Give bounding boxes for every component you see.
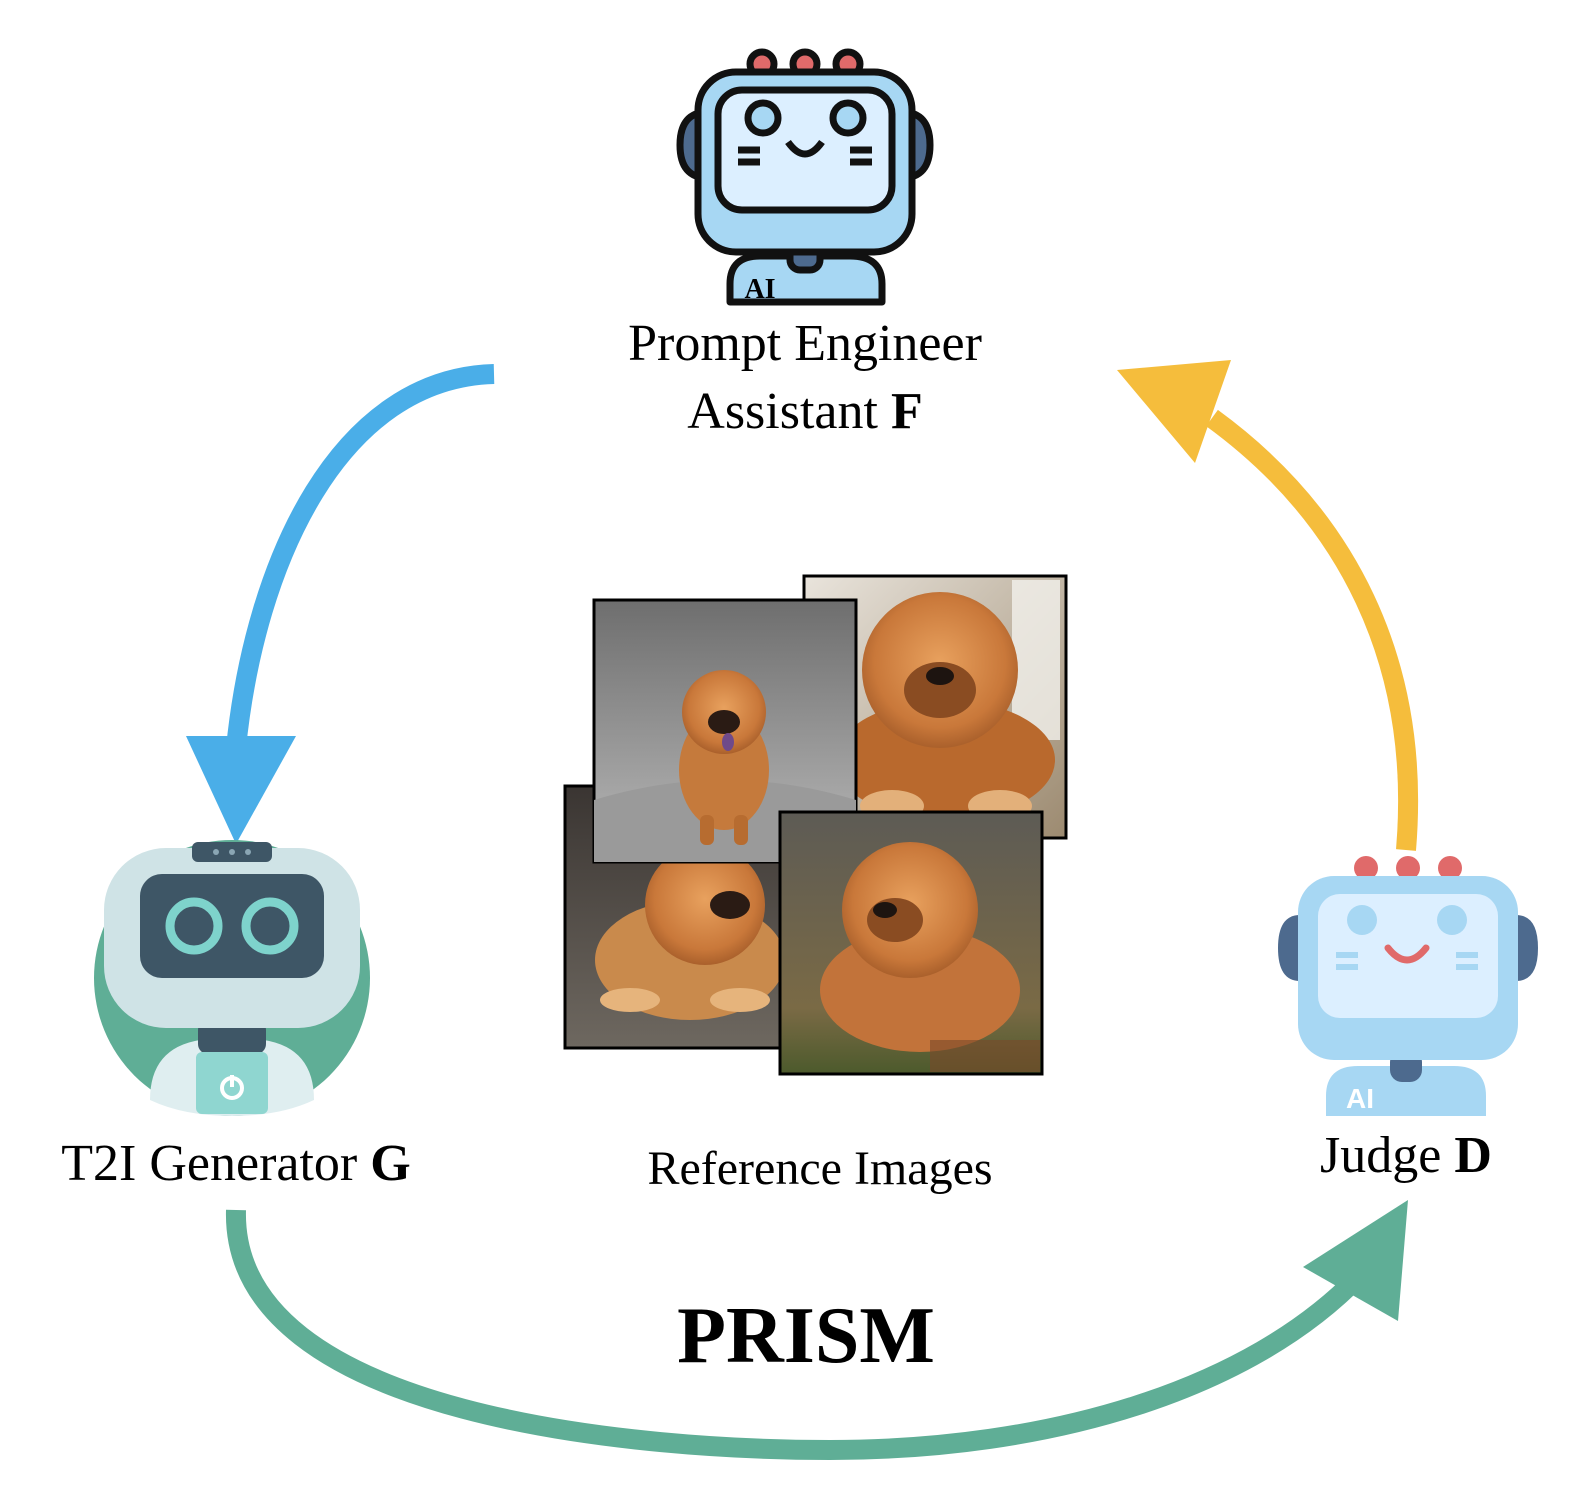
judge-label-text: Judge	[1320, 1127, 1454, 1184]
judge-label: Judge D	[1320, 1127, 1492, 1184]
prompt-engineer-label-line2: Assistant F	[687, 383, 922, 440]
arrow-generator-to-judge	[225, 1200, 1408, 1461]
generator-label-symbol: G	[370, 1135, 410, 1192]
judge-label-symbol: D	[1454, 1127, 1492, 1184]
robot-prompt-engineer-icon	[676, 48, 934, 306]
arrow-judge-to-prompt	[1117, 360, 1419, 851]
robot-judge-icon	[1278, 856, 1538, 1116]
reference-images-caption: Reference Images	[647, 1142, 992, 1195]
prompt-engineer-ai-badge: AI	[744, 274, 775, 305]
generator-label: T2I Generator G	[61, 1135, 410, 1192]
prompt-engineer-label-line1: Prompt Engineer	[628, 315, 982, 372]
prompt-engineer-label-symbol: F	[891, 383, 923, 440]
judge-ai-badge: AI	[1346, 1083, 1374, 1114]
robot-generator-icon	[94, 840, 370, 1116]
reference-images	[563, 574, 1068, 1076]
prompt-engineer-label-text: Assistant	[687, 383, 891, 440]
generator-label-text: T2I Generator	[61, 1135, 370, 1192]
dog-photo-autumn	[778, 810, 1044, 1076]
prism-title: PRISM	[677, 1292, 935, 1380]
arrow-prompt-to-generator	[186, 364, 495, 844]
